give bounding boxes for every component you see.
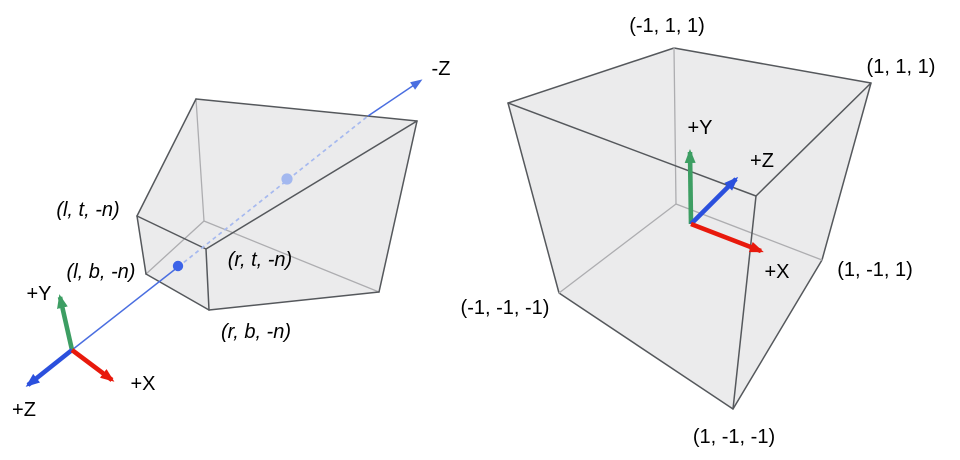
ndc-axis-x-arrow — [690, 221, 764, 254]
frustum-corner-label-ltn: (l, t, -n) — [56, 199, 119, 221]
ray-midpoint-dot — [281, 173, 293, 185]
cube-edge-top-right — [755, 82, 872, 197]
cube-corner-label-back-top-left: (-1, 1, 1) — [629, 15, 705, 37]
view-ray-near-segment — [71, 266, 179, 351]
cube-edge-back-vertical-hidden — [673, 47, 677, 205]
ndc-axes — [684, 149, 764, 254]
pos-z-axis-label: +Z — [12, 399, 36, 421]
ndc-pos-y-axis-label: +Y — [687, 117, 712, 139]
cube-corner-label-back-bottom-right: (1, -1, 1) — [837, 259, 913, 281]
pos-x-axis-label: +X — [130, 373, 155, 395]
frustum-edge-near-top — [136, 215, 207, 250]
neg-z-axis-label: -Z — [432, 58, 451, 80]
cube-edge-front-right-vertical — [732, 195, 757, 410]
ndc-pos-z-axis-label: +Z — [750, 150, 774, 172]
cube-body — [507, 47, 872, 410]
cube-edge-top-front — [507, 102, 757, 197]
cube-visible-edges — [507, 82, 872, 410]
frustum-edge-far-right — [378, 120, 418, 293]
frustum-corner-label-rtn: (r, t, -n) — [228, 249, 292, 271]
pos-y-axis-label: +Y — [26, 283, 51, 305]
cube-edge-floor-left-hidden — [558, 203, 677, 294]
frustum-edge-lateral-rt — [205, 120, 418, 250]
frustum-edge-near-left — [136, 215, 147, 275]
frustum-edge-near-bottom — [145, 273, 210, 311]
ndc-cube-figure: (-1, 1, 1) (1, 1, 1) (1, -1, 1) (-1, -1,… — [461, 15, 936, 448]
frustum-visible-edges — [136, 98, 418, 311]
frustum-edge-far-top — [195, 98, 418, 122]
cube-corner-label-front-bottom-left: (-1, -1, -1) — [461, 297, 550, 319]
cube-labels: (-1, 1, 1) (1, 1, 1) (1, -1, 1) (-1, -1,… — [461, 15, 936, 448]
axis-x-arrow — [70, 348, 115, 382]
frustum-labels: (l, t, -n) (l, b, -n) (r, t, -n) (r, b, … — [12, 58, 450, 421]
ndc-pos-x-axis-label: +X — [764, 261, 789, 283]
ndc-axis-z-arrow — [689, 176, 739, 226]
frustum-edge-lateral-rb — [208, 291, 380, 311]
frustum-body — [137, 99, 417, 310]
frustum-edge-lateral-lb-hidden — [145, 220, 205, 275]
view-frustum-figure: (l, t, -n) (l, b, -n) (r, t, -n) (r, b, … — [12, 58, 450, 421]
cube-corner-label-front-bottom-right: (1, -1, -1) — [693, 426, 775, 448]
axis-y-arrow — [57, 294, 75, 351]
frustum-edge-far-left-hidden — [195, 98, 205, 222]
cube-corner-label-back-top-right: (1, 1, 1) — [867, 56, 936, 78]
frustum-edge-lateral-lt — [136, 98, 197, 217]
ray-near-plane-dot — [172, 260, 184, 272]
view-ray — [71, 79, 423, 351]
ndc-axis-y-arrow — [684, 149, 696, 225]
frustum-corner-label-rbn: (r, b, -n) — [221, 321, 291, 343]
view-ray-arrow-segment — [367, 79, 423, 117]
camera-axes — [25, 294, 115, 387]
frustum-edge-near-right — [205, 248, 210, 311]
frustum-corner-label-lbn: (l, b, -n) — [67, 261, 136, 283]
view-ray-dashed-segment — [177, 115, 369, 268]
axis-z-arrow — [25, 348, 74, 387]
